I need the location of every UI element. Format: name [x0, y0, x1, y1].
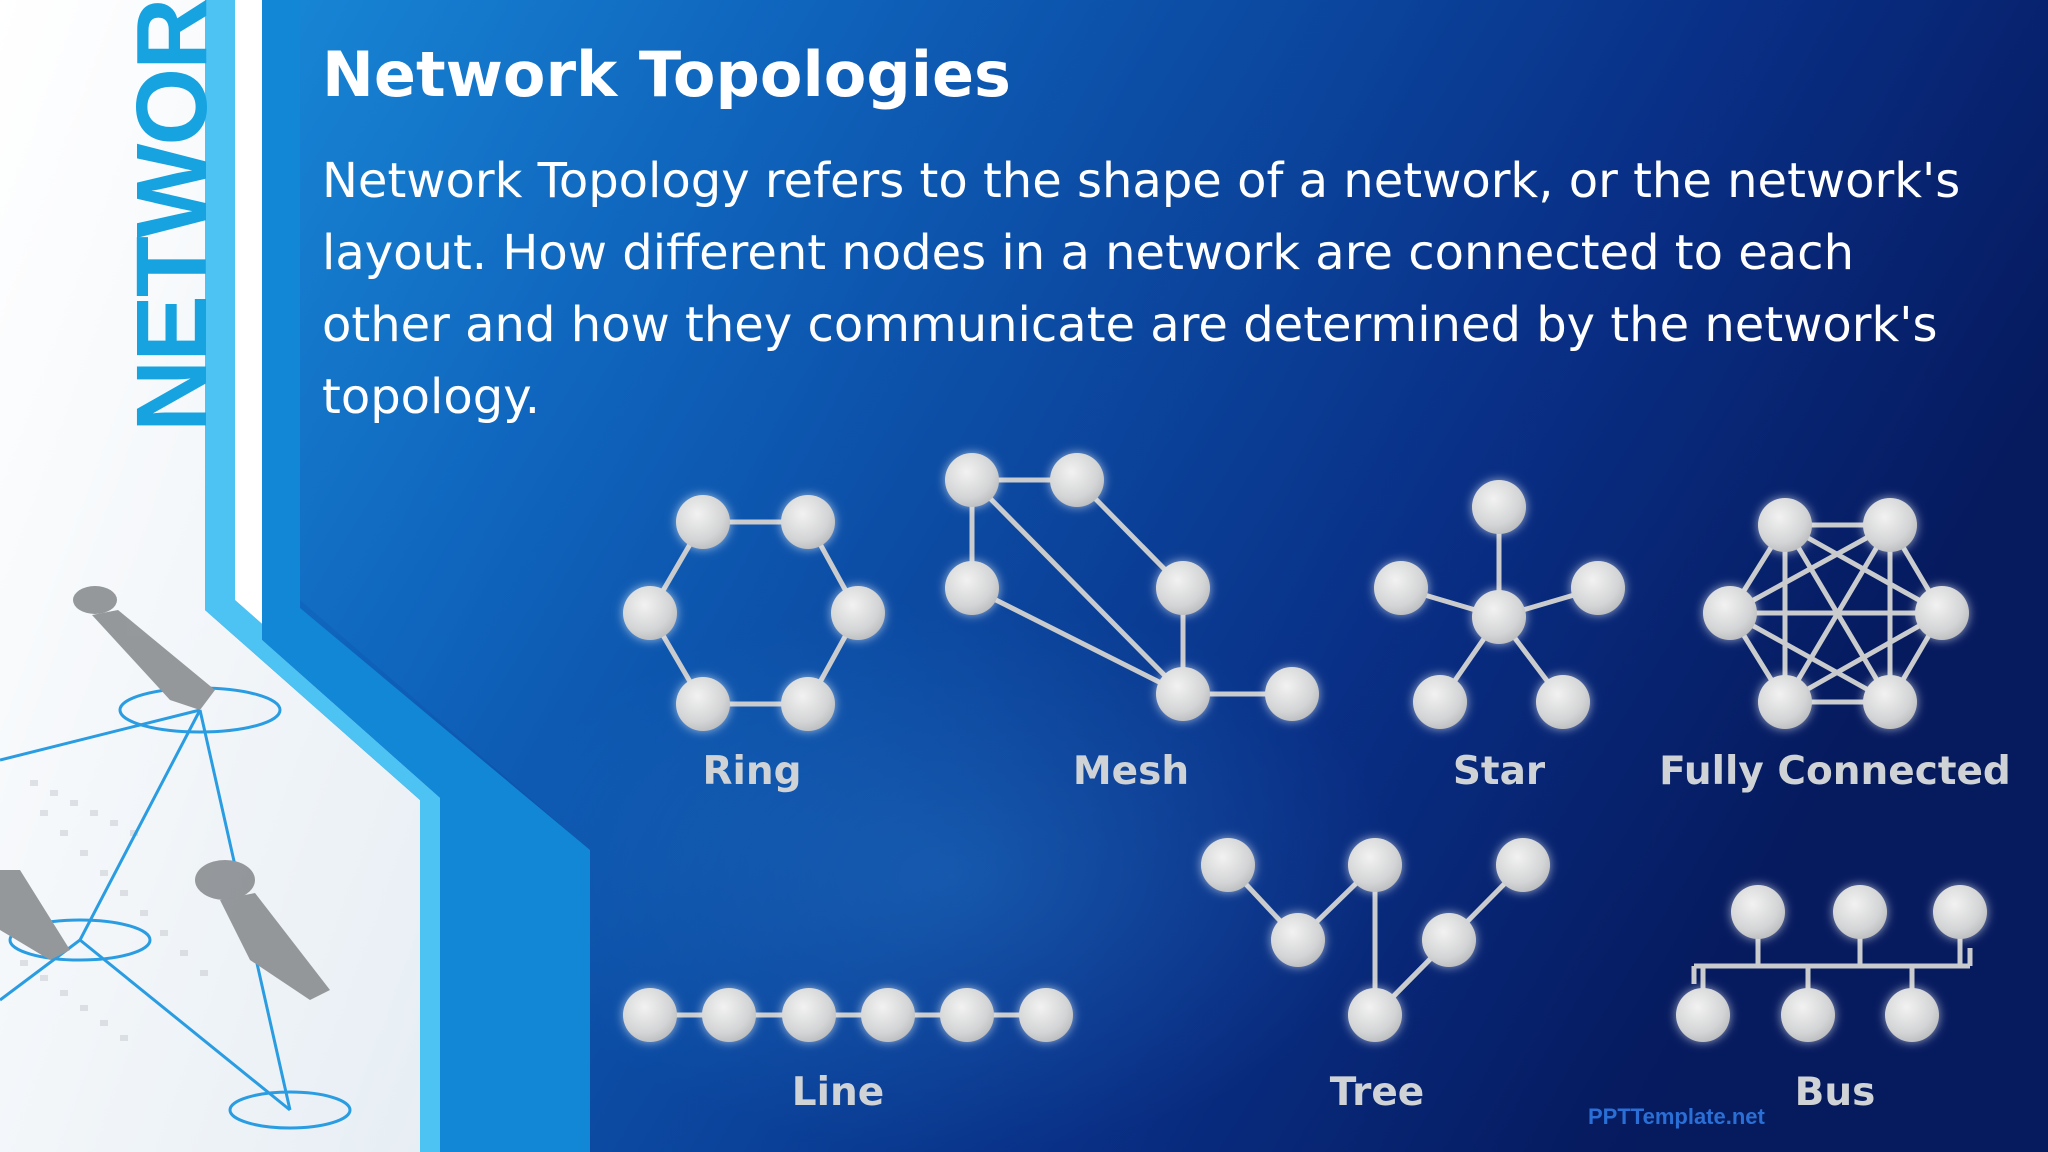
fully-connected-node	[1703, 586, 1757, 640]
bus-node	[1833, 885, 1887, 939]
label-fully-connected: Fully Connected	[1659, 749, 2011, 794]
line-node	[702, 988, 756, 1042]
label-ring: Ring	[702, 749, 801, 794]
fully-connected-node	[1915, 586, 1969, 640]
bus-node	[1731, 885, 1785, 939]
ring-node	[781, 495, 835, 549]
line-node	[940, 988, 994, 1042]
mesh-node	[1265, 667, 1319, 721]
nodes-layer	[623, 453, 1987, 1042]
tree-node	[1422, 913, 1476, 967]
bus-node	[1885, 988, 1939, 1042]
star-node	[1536, 675, 1590, 729]
line-node	[623, 988, 677, 1042]
label-mesh: Mesh	[1073, 749, 1189, 794]
people-network-decoration	[0, 586, 352, 1130]
fully-connected-node	[1758, 675, 1812, 729]
label-line: Line	[792, 1070, 884, 1115]
bus-node	[1933, 885, 1987, 939]
bus-node	[1676, 988, 1730, 1042]
edge-fc3-fc5	[1783, 610, 1944, 705]
tree-node	[1496, 838, 1550, 892]
label-bus: Bus	[1795, 1070, 1876, 1115]
fully-connected-node	[1758, 498, 1812, 552]
tree-node	[1271, 913, 1325, 967]
edge-mesh1-mesh5	[970, 478, 1185, 696]
slide-title: Network Topologies	[322, 38, 1011, 111]
edge-fc2-fc6	[1728, 522, 1892, 616]
star-node	[1374, 561, 1428, 615]
bus-node	[1781, 988, 1835, 1042]
mesh-node	[945, 561, 999, 615]
edge-fc4-fc6	[1728, 610, 1892, 705]
tree-node	[1201, 838, 1255, 892]
ring-node	[623, 586, 677, 640]
fully-connected-node	[1863, 498, 1917, 552]
mesh-node	[1156, 561, 1210, 615]
line-node	[782, 988, 836, 1042]
tree-node	[1348, 838, 1402, 892]
fully-connected-node	[1863, 675, 1917, 729]
ring-node	[831, 586, 885, 640]
slide-body-text: Network Topology refers to the shape of …	[322, 153, 1961, 425]
ring-node	[676, 677, 730, 731]
mesh-node	[1156, 667, 1210, 721]
mesh-node	[945, 453, 999, 507]
mesh-node	[1050, 453, 1104, 507]
tree-node	[1348, 988, 1402, 1042]
star-node	[1571, 561, 1625, 615]
watermark-text: PPTTemplate.net	[1588, 1104, 1765, 1129]
star-node	[1472, 480, 1526, 534]
label-tree: Tree	[1330, 1070, 1424, 1115]
ring-node	[676, 495, 730, 549]
line-node	[1019, 988, 1073, 1042]
label-star: Star	[1453, 749, 1546, 794]
edge-mesh3-mesh5	[970, 585, 1185, 697]
ring-node	[781, 677, 835, 731]
star-hub-node	[1472, 590, 1526, 644]
star-node	[1413, 675, 1467, 729]
line-node	[861, 988, 915, 1042]
